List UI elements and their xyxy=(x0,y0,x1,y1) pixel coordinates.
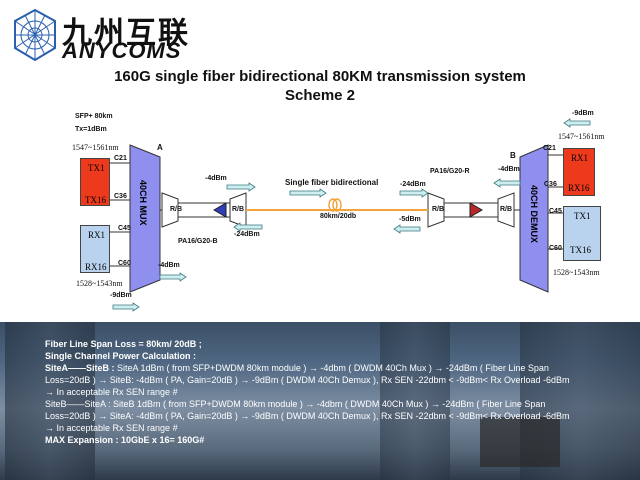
fiber-label: Single fiber bidirectional xyxy=(285,178,378,187)
demux-label: 40CH DEMUX xyxy=(529,185,539,243)
site-a-c60: C60 xyxy=(118,260,131,267)
fiber-coil-icon xyxy=(329,199,341,211)
notes-line6: SiteB——SiteA : SiteB 1dBm ( from SFP+DWD… xyxy=(45,398,640,410)
power-left-mid: -24dBm xyxy=(234,231,260,238)
notes-line9: MAX Expansion : 10GbE x 16= 160G# xyxy=(45,434,640,446)
site-a-tx-bottom: TX16 xyxy=(85,195,106,205)
pa-left-label: PA16/G20-B xyxy=(178,238,218,245)
power-right-upper: -4dBm xyxy=(498,166,520,173)
site-a-rx-box: RX1 RX16 xyxy=(80,225,110,273)
pa-right-label: PA16/G20-R xyxy=(430,168,470,175)
notes-line5: → In acceptable Rx SEN range # xyxy=(45,386,640,398)
diagram-title: 160G single fiber bidirectional 80KM tra… xyxy=(0,68,640,85)
site-a-range-top: 1547~1561nm xyxy=(72,143,119,152)
span-label: 80km/20db xyxy=(320,213,356,220)
power-right-top: -24dBm xyxy=(400,181,426,188)
rb-left-1-label: R/B xyxy=(170,206,182,213)
site-a-rx-bottom: RX16 xyxy=(85,262,107,272)
site-a-c45: C45 xyxy=(118,225,131,232)
notes-line7: Loss=20dB ) → SiteA: -4dBm ( PA, Gain=20… xyxy=(45,410,640,422)
site-a-range-bottom: 1528~1543nm xyxy=(76,279,123,288)
sfp-label: SFP+ 80km xyxy=(75,113,113,120)
notes-line1: Fiber Line Span Loss = 80km/ 20dB ; xyxy=(45,338,640,350)
notes-block: Fiber Line Span Loss = 80km/ 20dB ; Sing… xyxy=(45,338,640,446)
rb-right-1-label: R/B xyxy=(432,206,444,213)
site-a-rx-top: RX1 xyxy=(88,230,105,240)
site-a-c21: C21 xyxy=(114,155,127,162)
site-b-letter: B xyxy=(510,151,516,160)
notes-line8: → In acceptable Rx SEN range # xyxy=(45,422,640,434)
power-right-bottom: -5dBm xyxy=(399,216,421,223)
site-a-letter: A xyxy=(157,143,163,152)
site-b-range-top: 1547~1561nm xyxy=(558,132,605,141)
site-b-range-bottom: 1528~1543nm xyxy=(553,268,600,277)
power-left-bottom: -4dBm xyxy=(158,262,180,269)
site-b-tx-bottom: TX16 xyxy=(570,245,591,255)
site-b-c60: C60 xyxy=(549,245,562,252)
globe-icon xyxy=(10,8,60,63)
notes-line3: SiteA——SiteB : SiteA 1dBm ( from SFP+DWD… xyxy=(45,362,640,374)
site-a-c36: C36 xyxy=(114,193,127,200)
site-a-bottom-power: -9dBm xyxy=(110,292,132,299)
rb-left-2-label: R/B xyxy=(232,206,244,213)
rb-right-2-label: R/B xyxy=(500,206,512,213)
site-a-tx-top: TX1 xyxy=(88,163,105,173)
power-left-top: -4dBm xyxy=(205,175,227,182)
site-b-top-power: -9dBm xyxy=(572,110,594,117)
logo xyxy=(10,8,60,63)
site-b-rx-top: RX1 xyxy=(571,153,588,163)
site-a-tx-box: TX1 TX16 xyxy=(80,158,110,206)
mux-label: 40CH MUX xyxy=(138,180,148,226)
notes-line4: Loss=20dB ) → SiteB: -4dBm ( PA, Gain=20… xyxy=(45,374,640,386)
site-b-rx-bottom: RX16 xyxy=(568,183,590,193)
site-b-c21: C21 xyxy=(543,145,556,152)
site-b-c36: C36 xyxy=(544,181,557,188)
amp-right xyxy=(470,203,482,217)
site-b-tx-top: TX1 xyxy=(574,211,591,221)
amp-left xyxy=(214,203,226,217)
tx-power-label: Tx=1dBm xyxy=(75,126,107,133)
logo-english: ANYCOMS xyxy=(62,38,181,64)
site-b-rx-box: RX1 RX16 xyxy=(563,148,595,196)
diagram-subtitle: Scheme 2 xyxy=(0,87,640,104)
site-b-c45: C45 xyxy=(549,208,562,215)
notes-line2: Single Channel Power Calculation : xyxy=(45,350,640,362)
site-b-tx-box: TX1 TX16 xyxy=(563,206,601,261)
